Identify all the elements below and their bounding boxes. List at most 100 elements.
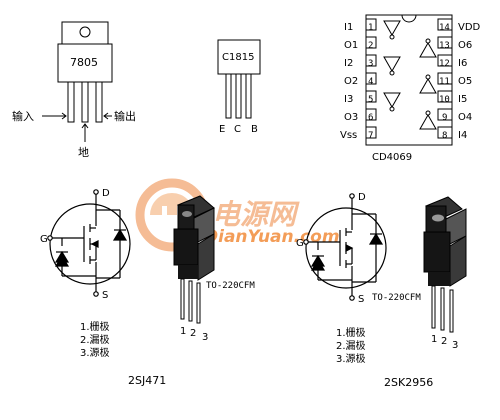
- mosfet-right-legend-1: 1.栅极: [336, 326, 366, 339]
- cd4069-pin-5: 5: [368, 95, 373, 105]
- cd4069-label-i2: I2: [344, 58, 353, 69]
- watermark-cn: 电源网: [212, 198, 300, 231]
- mosfet-left-pin-3: 3: [202, 332, 208, 343]
- cd4069-label-o5: O5: [458, 76, 472, 87]
- mosfet-left-circle: [49, 203, 131, 285]
- mosfet-right-pin-3: 3: [452, 340, 458, 351]
- mosfet-right-pin-2: 2: [441, 336, 447, 347]
- cd4069-right-pinbox: [437, 126, 453, 139]
- cd4069-inverter-bubble: [389, 34, 395, 40]
- cd4069-pin-8: 8: [442, 131, 447, 141]
- c1815-part-label: C1815: [222, 52, 254, 63]
- mosfet-right-legend-2: 2.漏极: [336, 339, 366, 352]
- cd4069-right-pinbox: [437, 90, 453, 103]
- cd4069-gates: [365, 18, 453, 139]
- cd4069-pin-7: 7: [368, 131, 373, 141]
- cd4069-inverter-right-1: [419, 41, 437, 58]
- mosfet-right-circle: [305, 207, 387, 289]
- cd4069-inverter-bubble: [425, 110, 431, 116]
- cd4069-inverter-bubble: [389, 70, 395, 76]
- cd4069-label-i1: I1: [344, 22, 353, 33]
- cd4069-label-vdd: VDD: [458, 22, 481, 33]
- cd4069-right-labels: VDD O6 I6 O5 I5 O4 I4: [458, 22, 481, 141]
- cd4069-label-o3: O3: [344, 112, 358, 123]
- cd4069-left-pinbox: [365, 126, 377, 139]
- cd4069-pin-9: 9: [442, 113, 447, 123]
- cd4069-right-pinbox: [437, 72, 453, 85]
- cd4069-pin-1: 1: [368, 23, 373, 33]
- cd4069-label-i5: I5: [458, 94, 467, 105]
- mosfet-left-legend-1: 1.栅极: [80, 320, 110, 333]
- mosfet-left-source-label: S: [102, 290, 108, 301]
- mosfet-left-legend-3: 3.源极: [80, 346, 110, 359]
- cd4069-pin-13: 13: [439, 41, 450, 51]
- cd4069-label-o2: O2: [344, 76, 358, 87]
- cd4069-inverter-left-2: [383, 56, 401, 73]
- cd4069-inverter-left-1: [383, 20, 401, 37]
- mosfet-right-drain-label: D: [358, 192, 366, 203]
- cd4069-pin-10: 10: [439, 95, 450, 105]
- mosfet-left-pin-2: 2: [190, 328, 196, 339]
- watermark-en: DianYuan.com: [204, 227, 340, 247]
- cd4069-pin-2: 2: [368, 41, 373, 51]
- cd4069-left-pinbox: [365, 72, 377, 85]
- mosfet-left-part-label: 2SJ471: [128, 374, 166, 387]
- cd4069-left-pinbox: [365, 36, 377, 49]
- mosfet-right-part-label: 2SK2956: [384, 376, 433, 389]
- 7805-input-label: 输入: [12, 109, 34, 123]
- mosfet-right-legend-3: 3.源极: [336, 352, 366, 365]
- cd4069-label-o1: O1: [344, 40, 358, 51]
- cd4069-left-labels: I1 O1 I2 O2 I3 O3 Vss: [340, 22, 358, 141]
- cd4069-pin-12: 12: [439, 59, 450, 69]
- cd4069-label-vss: Vss: [340, 130, 357, 141]
- c1815-pin-b: B: [251, 124, 258, 135]
- cd4069-label-i6: I6: [458, 58, 467, 69]
- regulator-7805: [42, 21, 113, 142]
- cd4069-left-pinbox: [365, 18, 377, 31]
- c1815-pin-c: C: [234, 124, 241, 135]
- transistor-c1815: [217, 39, 261, 119]
- cd4069-right-pinbox: [437, 108, 453, 121]
- mosfet-left-pin-1: 1: [180, 326, 186, 337]
- mosfet-left-gate-label: G: [40, 234, 48, 245]
- mosfet-right-symbol: [303, 193, 387, 301]
- cd4069-left-pinbox: [365, 90, 377, 103]
- cd4069-notch: [401, 14, 417, 23]
- 7805-part-label: 7805: [70, 56, 98, 69]
- mosfet-left-legend-2: 2.漏极: [80, 333, 110, 346]
- cd4069-label-i3: I3: [344, 94, 353, 105]
- mosfet-left-package: [173, 195, 215, 324]
- mosfet-right-package-label: TO-220CFM: [372, 293, 421, 303]
- cd4069-inverter-bubble: [425, 38, 431, 44]
- cd4069-inverter-right-2: [419, 77, 437, 94]
- cd4069-label-o6: O6: [458, 40, 472, 51]
- cd4069-right-pinbox: [437, 36, 453, 49]
- 7805-mount-hole: [79, 26, 91, 38]
- 7805-output-label: 输出: [114, 109, 136, 123]
- cd4069-pin-14: 14: [439, 23, 450, 33]
- cd4069-inverter-right-3: [419, 113, 437, 130]
- cd4069-pin-3: 3: [368, 59, 373, 69]
- mosfet-right-package: [423, 196, 467, 333]
- cd4069-inverter-bubble: [425, 74, 431, 80]
- cd4069-right-pins: 14 13 12 11 10 9 8: [439, 23, 450, 141]
- mosfet-left-drain-label: D: [102, 188, 110, 199]
- cd4069-inverter-bubble: [389, 106, 395, 112]
- 7805-ground-label: 地: [78, 146, 89, 159]
- cd4069-pin-11: 11: [439, 77, 450, 87]
- mosfet-right-source-label: S: [358, 294, 364, 305]
- cd4069-label-i4: I4: [458, 130, 467, 141]
- cd4069-right-pinbox: [437, 54, 453, 67]
- cd4069-chip-label: CD4069: [372, 152, 412, 163]
- cd4069-left-pinbox: [365, 54, 377, 67]
- cd4069-label-o4: O4: [458, 112, 472, 123]
- mosfet-left-package-label: TO-220CFM: [206, 281, 255, 291]
- cd4069-pin-4: 4: [368, 77, 373, 87]
- cd4069-left-pinbox: [365, 108, 377, 121]
- mosfet-right-gate-label: G: [296, 238, 304, 249]
- 7805-tab: [61, 21, 109, 45]
- mosfet-right-pin-1: 1: [431, 334, 437, 345]
- cd4069-right-pinbox: [437, 18, 453, 31]
- cd4069-inverter-left-3: [383, 92, 401, 109]
